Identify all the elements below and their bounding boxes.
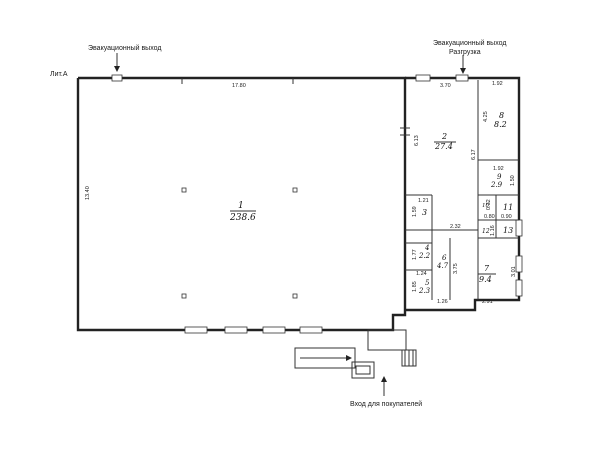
window-bottom-3	[262, 326, 286, 334]
dim-291: 2.91	[482, 299, 493, 305]
room-13-number: 13	[503, 226, 513, 235]
room-10-number: 10	[482, 203, 489, 209]
room-5-area: 2.3	[418, 287, 431, 295]
room-7-number: 7	[484, 264, 490, 273]
dim-121: 1.21	[418, 198, 429, 204]
dim-032: 0.32	[486, 199, 492, 210]
dim-613: 6.13	[414, 135, 420, 146]
room-3-number: 3	[422, 208, 427, 217]
entrance-label: Вход для покупателей	[350, 400, 422, 408]
entrance-arrow-head	[381, 376, 387, 382]
porch-inner	[355, 365, 371, 375]
window-right-1	[515, 219, 523, 237]
dim-150: 1.50	[510, 175, 516, 186]
exit-right-arrow-head	[460, 68, 466, 74]
window-bottom-4	[299, 326, 323, 334]
dim-top-right: 1.92	[492, 81, 503, 87]
room-6-number: 6	[442, 254, 447, 262]
dim-159: 1.59	[412, 206, 418, 217]
exit-left-arrow-head	[114, 66, 120, 72]
dim-177: 1.77	[412, 249, 418, 260]
room-1-number: 1	[238, 201, 244, 211]
ramp	[294, 347, 356, 369]
column-2	[292, 187, 298, 193]
column-3	[181, 293, 187, 299]
room-7: 7 9.4	[478, 264, 496, 284]
dim-left-main: 13.40	[85, 186, 91, 200]
window-top-3	[455, 74, 469, 82]
room-2-number: 2	[441, 132, 447, 141]
dim-192b: 1.92	[493, 166, 504, 172]
window-top-2	[415, 74, 431, 82]
room-8-area: 8.2	[494, 120, 507, 129]
room-4-area: 2.2	[418, 252, 431, 260]
window-top-1	[111, 74, 123, 82]
room-4: 4 2.2	[418, 244, 431, 260]
column-1	[181, 187, 187, 193]
dim-top-main: 17.80	[232, 83, 246, 89]
room-2: 2 27.4	[434, 132, 456, 151]
room-9-area: 2.9	[490, 181, 503, 189]
room-5-number: 5	[425, 279, 430, 287]
dim-425: 4.25	[483, 111, 489, 122]
exit-right-label: Эвакуационный выход	[433, 39, 506, 47]
ramp-arrow-head	[346, 355, 352, 361]
dim-301: 3.01	[511, 266, 517, 277]
room-1-area: 238.6	[229, 213, 256, 223]
room-5: 5 2.3	[418, 279, 431, 295]
room-1: 1 238.6	[229, 201, 256, 223]
column-4	[292, 293, 298, 299]
dim-top-mid: 3.70	[440, 83, 451, 89]
dim-375: 3.75	[453, 263, 459, 274]
room-12-number: 12	[482, 228, 490, 235]
room-4-number: 4	[424, 244, 429, 252]
window-bottom-1	[184, 326, 208, 334]
room-11-number: 11	[503, 203, 513, 212]
room-8: 8 8.2	[494, 111, 507, 129]
window-right-2	[515, 255, 523, 273]
exit-left-label: Эвакуационный выход	[88, 44, 161, 52]
window-right-3	[515, 279, 523, 297]
room-9-number: 9	[497, 173, 502, 181]
room-8-number: 8	[499, 111, 504, 120]
room-2-area: 27.4	[434, 142, 453, 151]
outer-wall-right	[405, 76, 521, 312]
room-9: 9 2.9	[490, 173, 503, 189]
dim-124: 1.24	[416, 271, 427, 277]
dim-116: 1.16	[490, 225, 496, 236]
entrance-vestibule	[367, 329, 407, 351]
room-6: 6 4.7	[436, 254, 449, 270]
dim-617: 6.17	[471, 149, 477, 160]
dim-185: 1.85	[412, 281, 418, 292]
lit-label: Лит.А	[50, 71, 68, 78]
room-6-area: 4.7	[436, 262, 449, 270]
dim-090: 0.90	[501, 214, 512, 220]
window-bottom-2	[224, 326, 248, 334]
dim-126: 1.26	[437, 299, 448, 305]
dim-232: 2.32	[450, 224, 461, 230]
room-7-area: 9.4	[479, 275, 492, 284]
unloading-label: Разгрузка	[449, 49, 481, 56]
porch	[351, 361, 375, 379]
dim-080: 0.80	[484, 214, 495, 220]
